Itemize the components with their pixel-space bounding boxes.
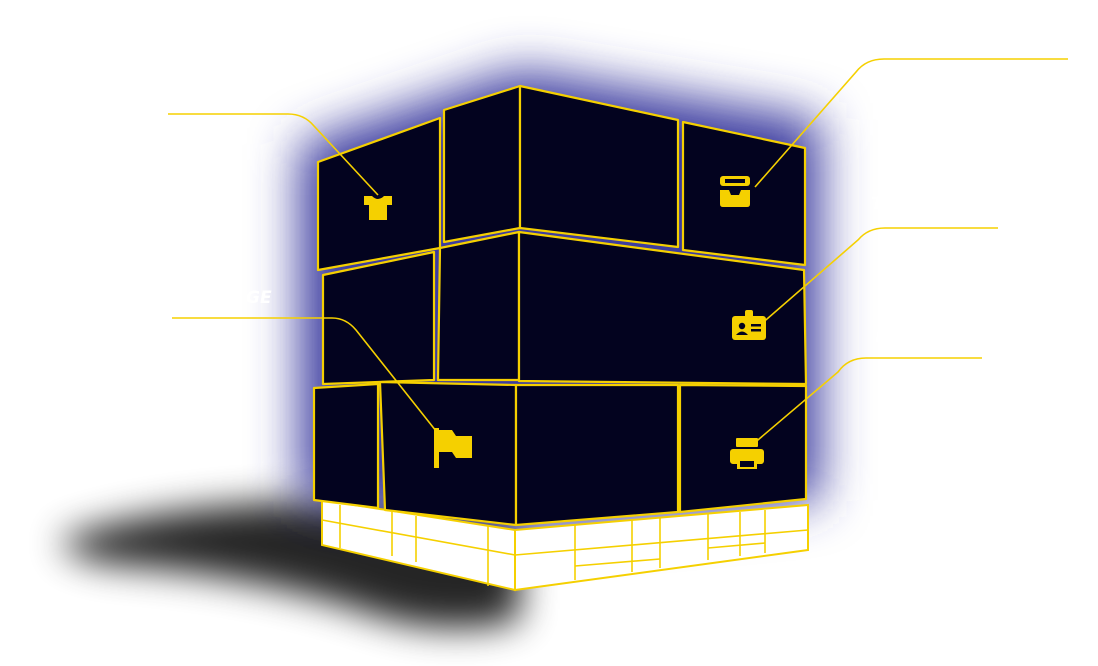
flag-icon (434, 428, 472, 468)
callout-line-badge (759, 227, 998, 326)
box-middle-right (517, 230, 808, 386)
id-badge-icon (732, 310, 766, 340)
callout-line-printer (751, 357, 982, 446)
label-left-middle: GE (246, 288, 272, 308)
label-right-middle: E (875, 327, 887, 347)
box-stack (312, 84, 808, 527)
pallet-base (321, 498, 809, 592)
box-bottom-left (378, 380, 518, 527)
callout-line-tshirt (168, 113, 379, 196)
label-right-top: T (871, 194, 884, 214)
inbox-tray-icon (720, 176, 750, 207)
tshirt-icon (364, 196, 392, 220)
box-middle-left (321, 250, 436, 386)
box-bottom-far-left (312, 382, 380, 510)
box-top-center-left (442, 84, 522, 244)
box-top-center (518, 84, 680, 249)
box-top-left (316, 116, 442, 272)
box-middle-center-left (436, 230, 521, 382)
callout-line-inbox (754, 58, 1068, 188)
box-bottom-center (514, 383, 680, 527)
box-bottom-right (678, 383, 808, 514)
callout-lines (168, 58, 1068, 446)
callout-line-flag (172, 317, 441, 437)
printer-icon (730, 438, 764, 469)
